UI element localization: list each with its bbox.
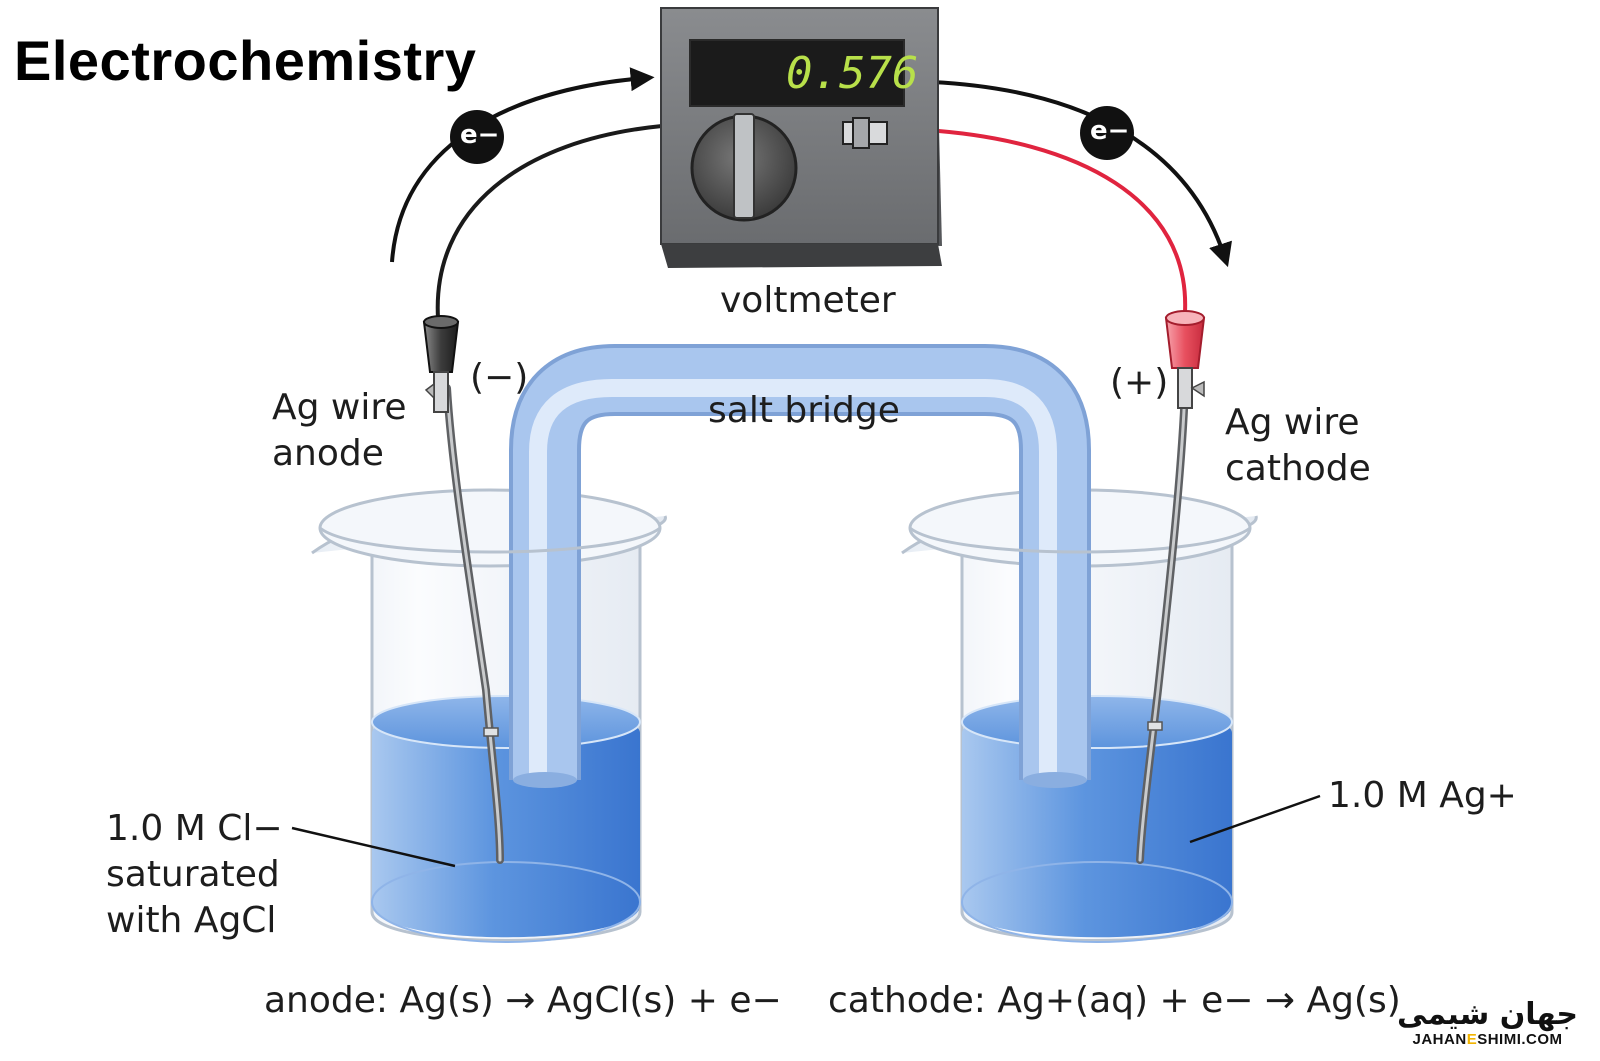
cathode-solution-pointer xyxy=(1189,794,1321,844)
site-logo-text: جهان شیمی xyxy=(1397,997,1578,1032)
anode-label-line1: Ag wire xyxy=(272,387,407,428)
negative-clip-icon xyxy=(422,315,460,413)
anode-solution-pointer xyxy=(291,826,456,868)
anode-solution-line3: with AgCl xyxy=(106,900,277,941)
electron-label-left: e− xyxy=(460,120,500,150)
salt-bridge xyxy=(509,344,1091,788)
positive-lead-wire xyxy=(924,128,1188,313)
positive-clip-icon xyxy=(1164,310,1206,409)
voltmeter-display xyxy=(689,39,905,107)
anode-solution-line2: saturated xyxy=(106,854,280,895)
voltmeter xyxy=(660,7,942,268)
site-logo: جهان شیمی JAHANESHIMI.COM xyxy=(1397,997,1578,1049)
voltmeter-label: voltmeter xyxy=(720,280,896,321)
cathode-polarity: (+) xyxy=(1110,362,1169,403)
electron-icon-right xyxy=(1080,106,1134,160)
cathode-electrode xyxy=(1136,384,1189,864)
anode-polarity: (−) xyxy=(470,357,529,398)
voltmeter-reading: 0.576 xyxy=(786,48,919,99)
anode-electrode xyxy=(443,384,504,864)
cathode-solution-label: 1.0 M Ag+ xyxy=(1328,775,1517,816)
anode-solution-line1: 1.0 M Cl− xyxy=(106,808,283,849)
site-logo-url: JAHANESHIMI.COM xyxy=(1412,1031,1563,1048)
anode-reaction: anode: Ag(s) → AgCl(s) + e− xyxy=(264,980,782,1021)
salt-bridge-label: salt bridge xyxy=(708,390,900,431)
anode-label-line2: anode xyxy=(272,433,384,474)
page-title: Electrochemistry xyxy=(14,29,477,92)
dial-pointer xyxy=(733,113,755,219)
electron-icon-left xyxy=(450,110,504,164)
electron-flow-arrow-right xyxy=(931,80,1232,268)
electron-label-right: e− xyxy=(1090,116,1130,146)
cathode-label-line2: cathode xyxy=(1225,448,1371,489)
negative-lead-wire xyxy=(435,124,663,319)
cathode-label-line1: Ag wire xyxy=(1225,402,1360,443)
cathode-reaction: cathode: Ag+(aq) + e− → Ag(s) xyxy=(828,980,1401,1021)
